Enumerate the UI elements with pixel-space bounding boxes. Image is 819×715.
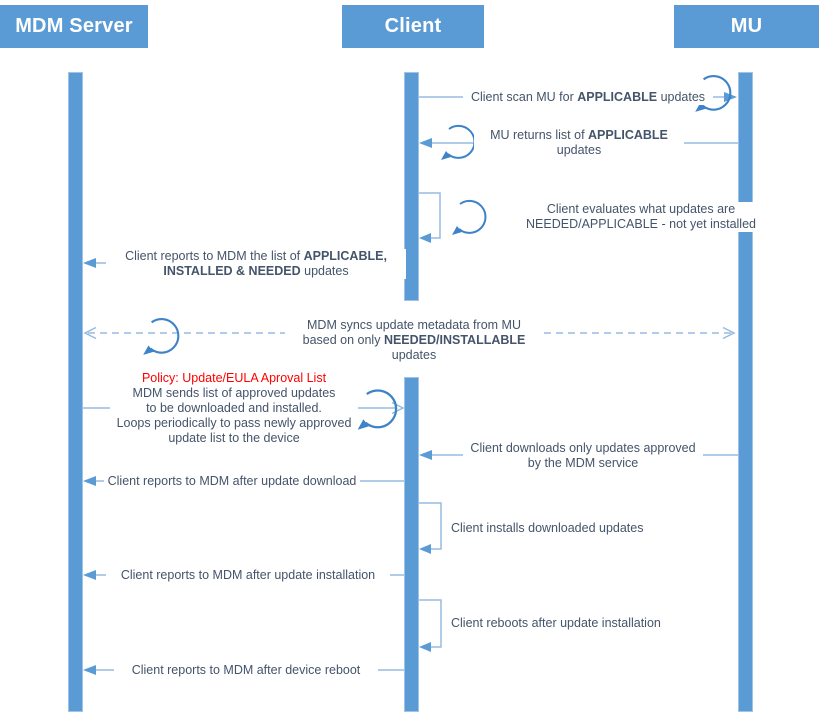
message-line: Loops periodically to pass newly approve… [116,416,352,430]
message-text: Client reports to MDM the list of [125,249,304,263]
message-line: MU returns list of APPLICABLE [474,128,684,143]
message-line: by the MDM service [527,456,639,470]
message-text-bold: NEEDED/INSTALLABLE [383,333,526,347]
actor-box-mu: MU [674,5,819,48]
install-self-arrow [419,502,442,554]
lifeline-bar-mu [738,72,753,712]
message-line: based on only NEEDED/INSTALLABLE updates [285,333,543,363]
policy-title: Policy: Update/EULA Aproval List [141,371,327,385]
message-text-bold: APPLICABLE [588,128,668,142]
message-scan-label: Client scan MU for APPLICABLE updates [463,90,713,105]
message-line: Client downloads only updates approved [470,441,696,455]
message-evaluate-label: Client evaluates what updates are NEEDED… [495,202,787,232]
message-text: MU returns list of [490,128,589,142]
message-line: INSTALLED & NEEDED updates [106,264,406,279]
lifeline-bar-mdm-server [68,72,83,712]
message-download-label: Client downloads only updates approved b… [463,441,703,471]
message-policy-label: Policy: Update/EULA Aproval List MDM sen… [110,371,358,446]
message-line: MDM syncs update metadata from MU [307,318,521,332]
message-line: Client evaluates what updates are [546,202,736,216]
message-line: NEEDED/APPLICABLE - not yet installed [526,217,756,231]
actor-box-mdm-server: MDM Server [0,5,148,48]
actor-label: MDM Server [15,15,133,37]
message-text-bold: APPLICABLE, [303,249,387,263]
message-line: update list to the device [168,431,300,445]
actor-label: MU [730,15,763,37]
message-text-bold: APPLICABLE [577,90,658,104]
message-install-label: Client installs downloaded updates [451,521,676,536]
message-returns-label: MU returns list of APPLICABLE updates [474,128,684,158]
message-text-bold: INSTALLED & NEEDED [163,264,301,278]
message-reboot-label: Client reboots after update installation [451,616,686,631]
message-text: updates [657,90,706,104]
message-text: Client scan MU for [470,90,578,104]
loop-arrow-icon [142,318,180,356]
reboot-self-arrow [419,599,442,652]
lifeline-bar-client-segment1 [404,72,419,301]
sync-dashed-arrow [83,318,736,356]
message-text: based on only [302,333,384,347]
message-line: MDM sends list of approved updates [132,386,336,400]
message-report-download-label: Client reports to MDM after update downl… [104,474,360,489]
message-report-install-label: Client reports to MDM after update insta… [106,568,390,583]
lifeline-bar-client-segment2 [404,377,419,712]
message-text: updates [300,264,349,278]
evaluate-self-arrow [419,192,487,243]
message-report-reboot-label: Client reports to MDM after device reboo… [114,663,378,678]
message-line: to be downloaded and installed. [146,401,322,415]
message-report-list-label: Client reports to MDM the list of APPLIC… [106,249,406,279]
message-line: updates [556,143,602,157]
loop-arrow-icon [356,389,398,431]
message-line: Client reports to MDM the list of APPLIC… [106,249,406,264]
actor-label: Client [384,15,442,37]
message-sync-label: MDM syncs update metadata from MU based … [285,318,543,363]
message-text: updates [391,348,437,362]
actor-box-client: Client [342,5,484,48]
loop-arrow-icon [451,199,487,236]
